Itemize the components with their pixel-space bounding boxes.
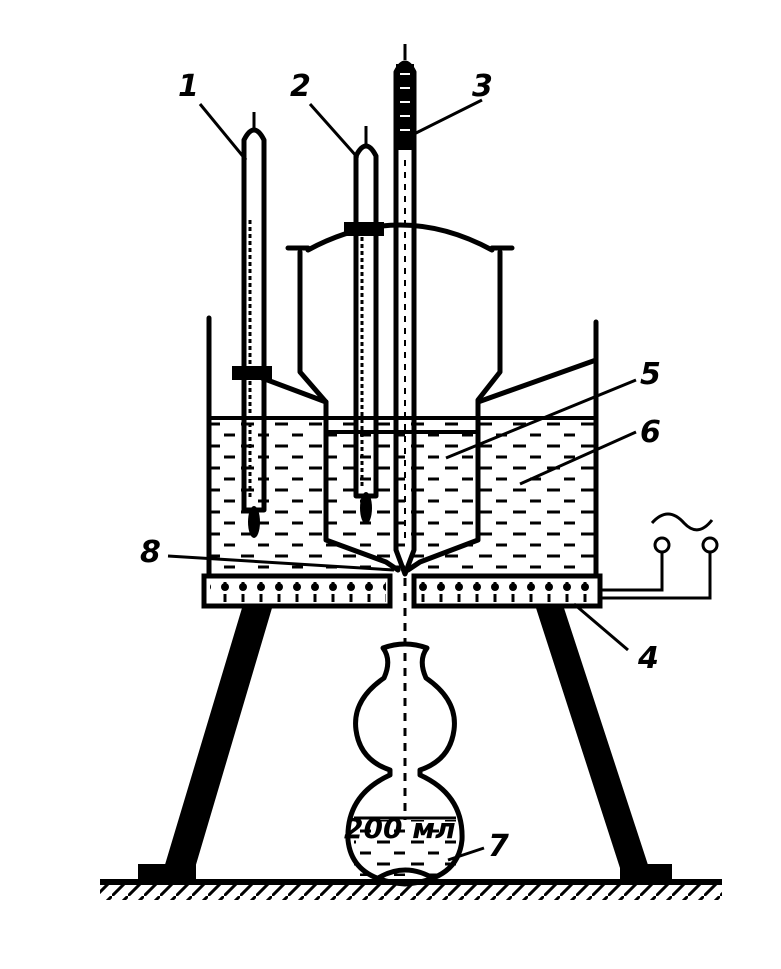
label-5: 5	[640, 357, 661, 392]
inner-vessel	[259, 222, 599, 573]
ac-symbol-icon	[650, 512, 714, 532]
label-3: 3	[472, 69, 493, 104]
heater-plate	[201, 573, 603, 609]
leader-lines	[167, 98, 637, 862]
thermometer-1	[232, 112, 272, 538]
stirrer-rod-3	[393, 44, 417, 577]
label-8: 8	[140, 535, 161, 570]
label-1: 1	[178, 69, 199, 104]
stand	[138, 608, 672, 882]
flask-volume-label: 200 мл	[344, 812, 456, 845]
label-7: 7	[488, 829, 509, 864]
thermometer-2	[344, 126, 384, 524]
label-6: 6	[640, 415, 661, 450]
receiving-flask	[345, 641, 465, 887]
power-terminals	[600, 512, 719, 600]
label-2: 2	[290, 69, 311, 104]
label-4: 4	[637, 641, 659, 676]
